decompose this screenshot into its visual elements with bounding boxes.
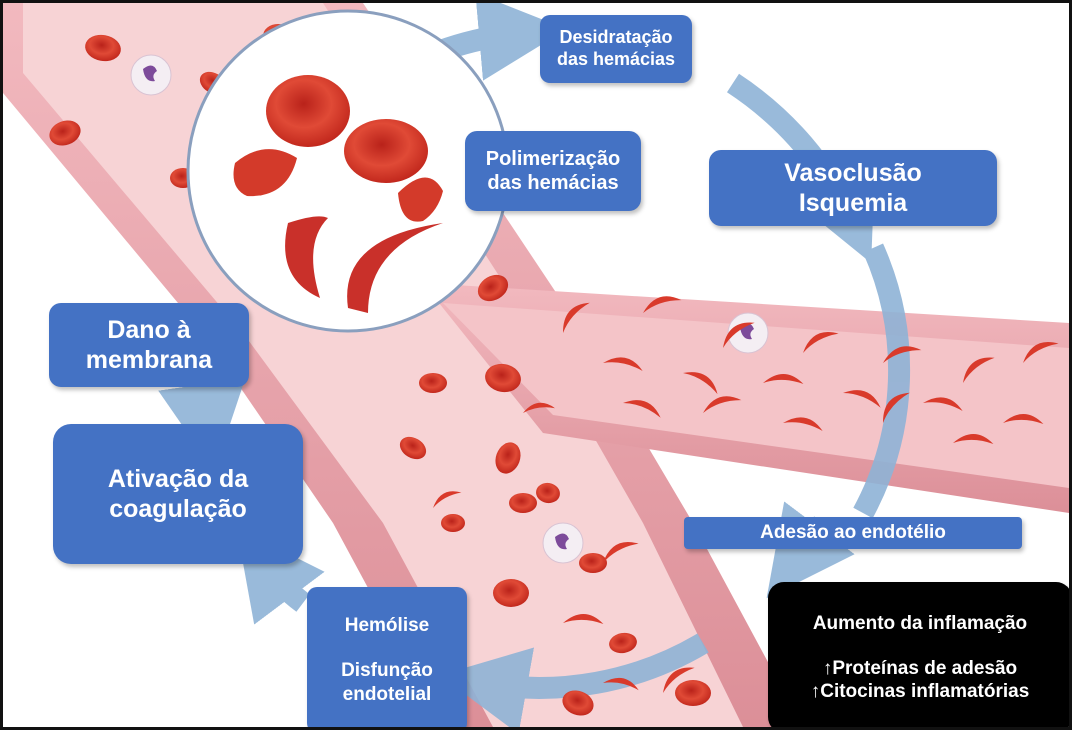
vasoocclusion-box: Vasoclusão Isquemia xyxy=(709,150,997,226)
red-cell xyxy=(579,553,607,573)
vasoocclusion-line2: Isquemia xyxy=(799,188,907,219)
dehydration-line2: das hemácias xyxy=(557,49,675,71)
hemolysis-box: Hemólise Disfunção endotelial xyxy=(307,587,467,730)
zoom-circle xyxy=(188,11,508,331)
inflammation-box: Aumento da inflamação ↑Proteínas de ades… xyxy=(768,582,1072,730)
vasoocclusion-line1: Vasoclusão xyxy=(784,158,922,189)
adhesion-text: Adesão ao endotélio xyxy=(760,521,946,544)
membrane-damage-line2: membrana xyxy=(86,345,212,376)
red-cell xyxy=(441,514,465,532)
inflammation-title: Aumento da inflamação xyxy=(813,612,1027,635)
membrane-damage-box: Dano à membrana xyxy=(49,303,249,387)
adhesion-box: Adesão ao endotélio xyxy=(684,517,1022,549)
dehydration-box: Desidratação das hemácias xyxy=(540,15,692,83)
hemolysis-line2: Disfunção xyxy=(341,659,433,682)
red-cell xyxy=(675,680,711,706)
inflammation-item1: ↑Proteínas de adesão xyxy=(823,657,1017,680)
membrane-damage-line1: Dano à xyxy=(107,315,190,346)
coagulation-line2: coagulação xyxy=(109,494,247,525)
dehydration-line1: Desidratação xyxy=(559,27,672,49)
red-cell xyxy=(493,579,529,607)
polymerization-line1: Polimerização xyxy=(486,147,621,171)
red-cell xyxy=(419,373,447,393)
red-cell xyxy=(509,493,537,513)
hemolysis-line1: Hemólise xyxy=(345,614,429,637)
coagulation-line1: Ativação da xyxy=(108,464,248,495)
polymerization-box: Polimerização das hemácias xyxy=(465,131,641,211)
polymerization-line2: das hemácias xyxy=(487,171,618,195)
coagulation-box: Ativação da coagulação xyxy=(53,424,303,564)
hemolysis-line3: endotelial xyxy=(343,683,432,706)
inflammation-item2: ↑Citocinas inflamatórias xyxy=(811,680,1030,703)
